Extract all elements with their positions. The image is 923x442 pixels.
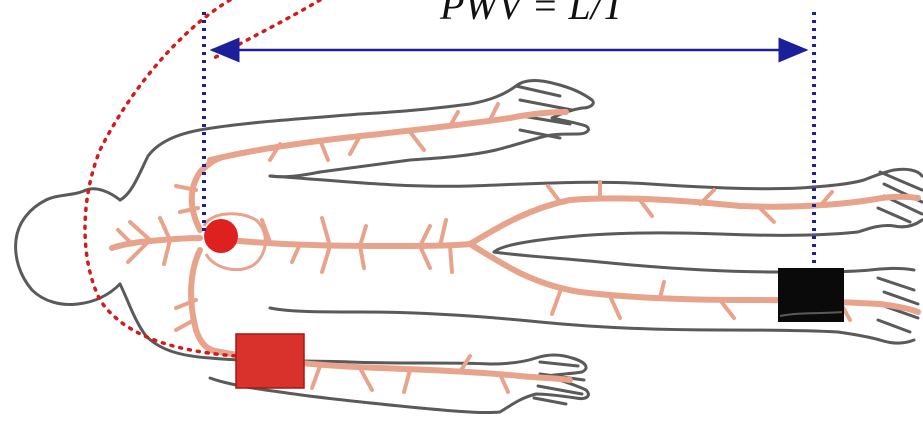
pulse-wave-path: [85, 0, 236, 356]
blood-pressure-cuff: [236, 334, 304, 388]
aorta: [210, 238, 470, 246]
heart-marker: [204, 219, 238, 253]
pwv-formula: PWV = L/T: [440, 0, 700, 26]
subclavian-artery: [192, 158, 220, 230]
lower-leg-outline: [494, 252, 914, 272]
upper-leg-outline: [270, 169, 922, 189]
lower-leg-artery: [470, 244, 918, 312]
upper-arm-artery: [210, 112, 566, 160]
upper-leg-artery: [470, 197, 918, 244]
upper-foot-outline: [494, 220, 922, 252]
head-outline: [16, 189, 120, 305]
